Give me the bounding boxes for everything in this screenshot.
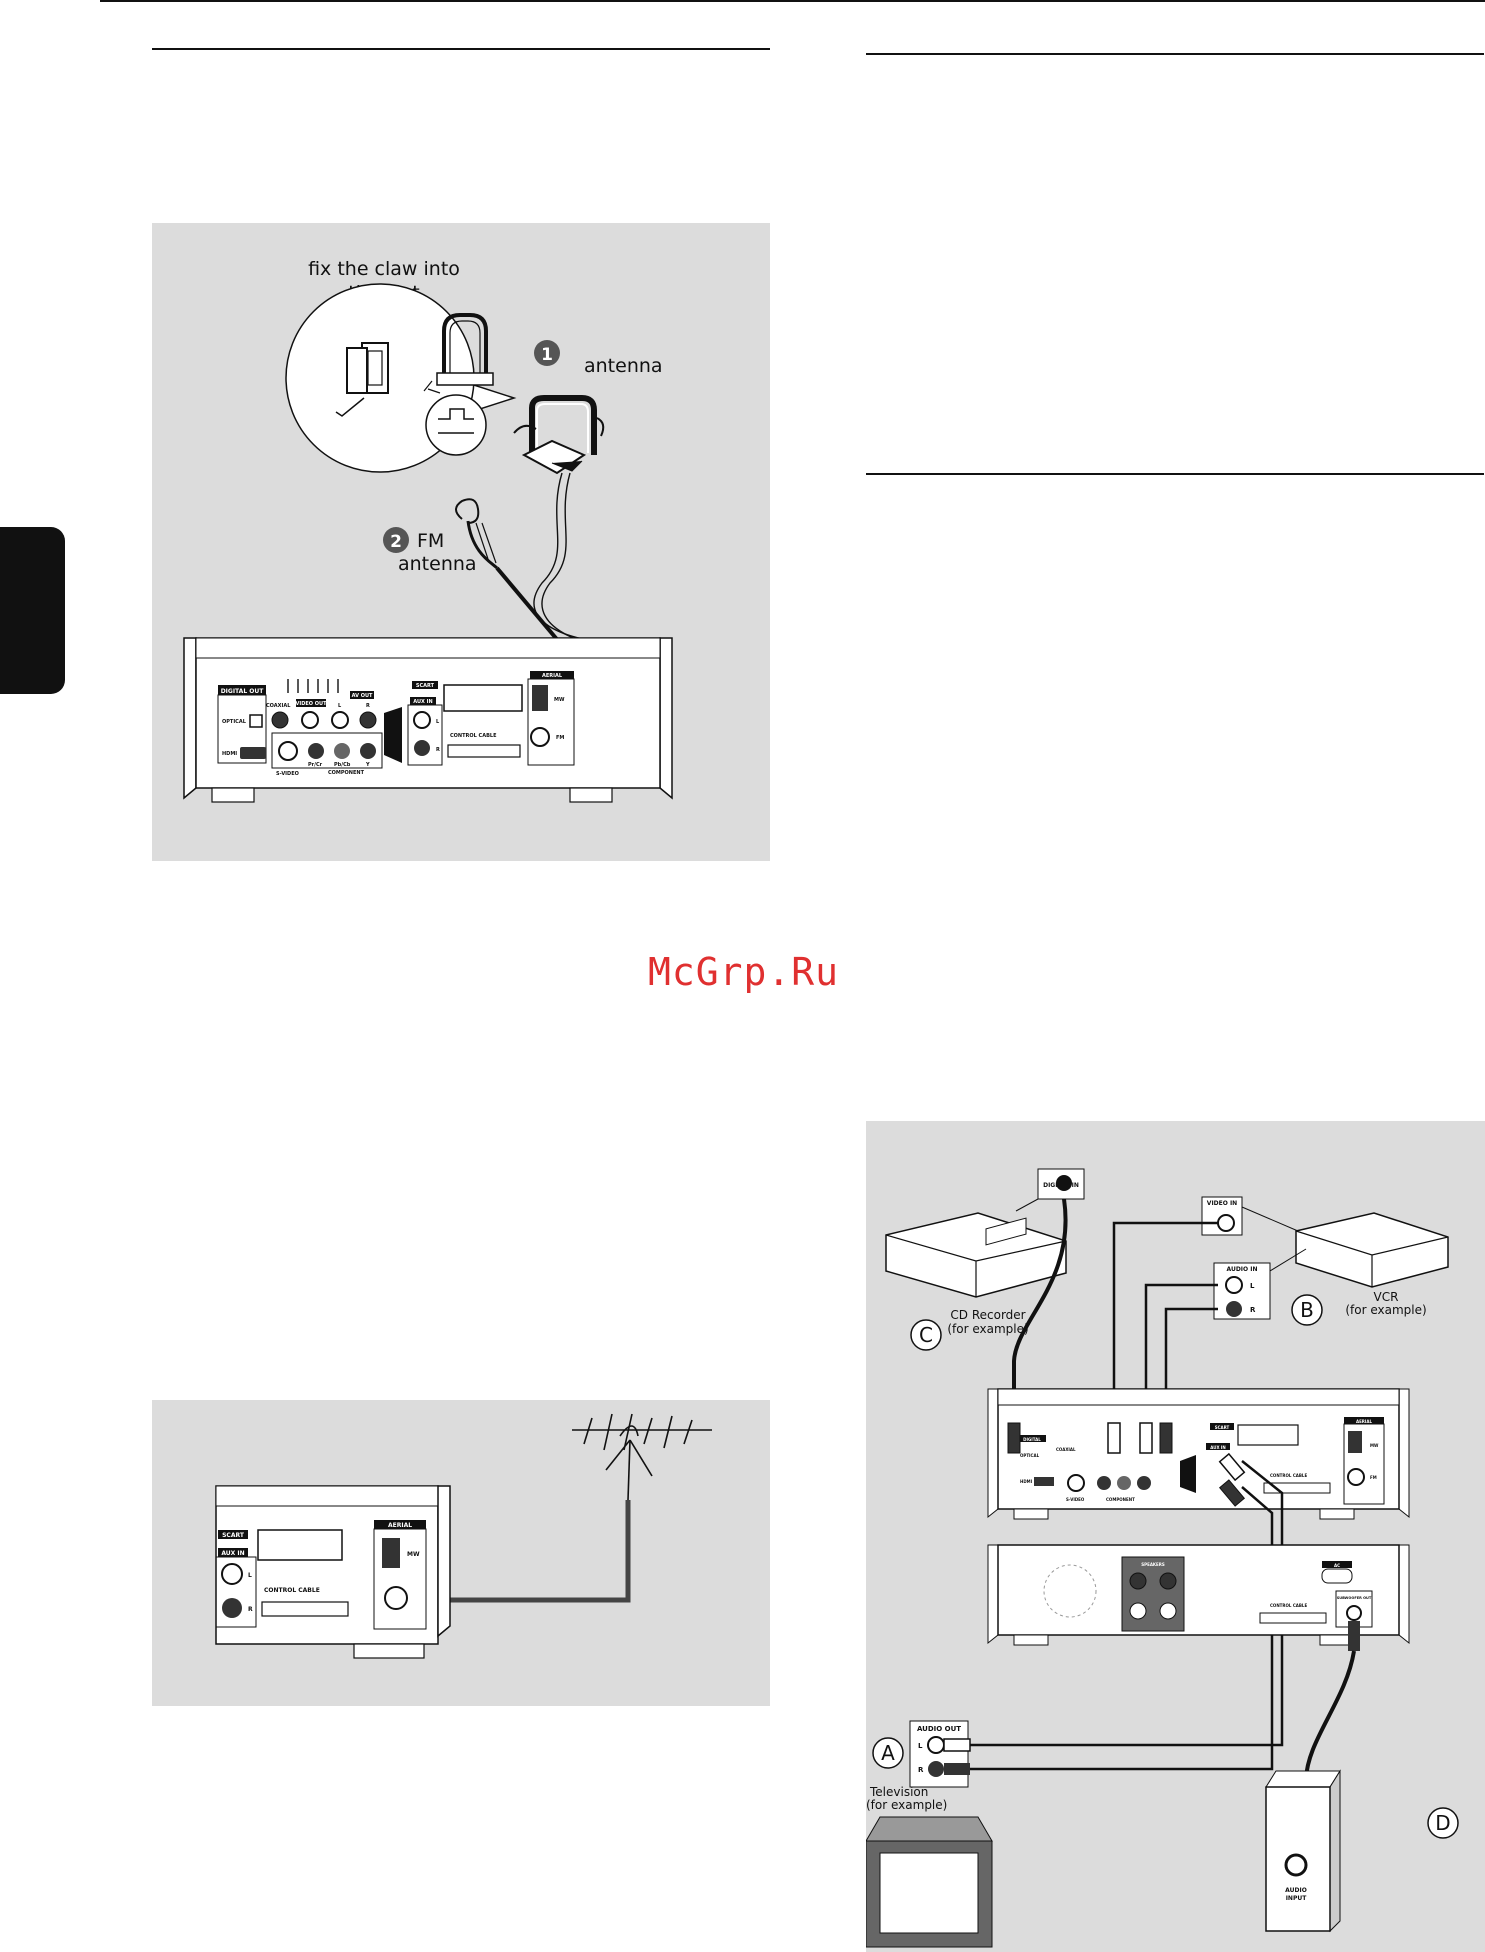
s-video-label: S-VIDEO (276, 771, 299, 777)
television-line2: (for example) (866, 1798, 947, 1812)
subwoofer-out-label: SUBWOOFER OUT (1337, 1596, 1372, 1600)
cd-recorder-line2: (for example) (947, 1322, 1028, 1336)
control-cable-label-sub: CONTROL CABLE (1270, 1603, 1307, 1608)
aux-in-r-label: R (436, 747, 440, 753)
section-rule-mid-right (866, 473, 1484, 475)
scart-label: SCART (416, 683, 435, 689)
audio-input-line1: AUDIO (1285, 1887, 1307, 1894)
fm-label: FM (1370, 1475, 1377, 1480)
av-out-label: AV OUT (352, 693, 373, 699)
ac-label: AC (1334, 1563, 1340, 1568)
aux-in-l-label: L (248, 1572, 252, 1579)
hdmi-label: HDMI (222, 751, 237, 757)
mw-label: MW (407, 1551, 420, 1558)
audio-out-l-label: L (918, 1742, 923, 1750)
letter-b: B (1300, 1298, 1314, 1322)
speakers-label: SPEAKERS (1141, 1562, 1165, 1567)
y-label: Y (365, 762, 370, 768)
cd-recorder-line1: CD Recorder (950, 1308, 1025, 1322)
antenna-illustration-panel: fix the claw into the slot 1 antenna (152, 223, 770, 861)
step2-label-line1: FM (417, 530, 444, 552)
audio-input-line2: INPUT (1286, 1895, 1308, 1902)
audio-out-label: AUDIO OUT (917, 1725, 961, 1733)
outdoor-antenna-icon (572, 1413, 712, 1501)
scart-label: SCART (1215, 1425, 1230, 1430)
active-subwoofer-icon (1265, 1769, 1341, 1933)
audio-in-label: AUDIO IN (1227, 1266, 1258, 1273)
control-cable-label: CONTROL CABLE (450, 733, 497, 739)
pb-cb-label: Pb/Cb (334, 762, 351, 768)
coaxial-label: COAXIAL (266, 703, 291, 709)
aerial-label: AERIAL (388, 1522, 412, 1529)
step2-label-line2: antenna (398, 553, 477, 575)
section-rule-top-left (152, 48, 770, 50)
pr-cr-label: Pr/Cr (308, 762, 323, 768)
component-label: COMPONENT (328, 770, 365, 776)
audio-in-l-label: L (1250, 1282, 1255, 1290)
antenna-illustration: fix the claw into the slot 1 antenna (183, 258, 673, 803)
vcr-icon (1295, 1212, 1449, 1288)
aux-in-label: AUX IN (1210, 1445, 1226, 1450)
letter-d: D (1435, 1811, 1450, 1835)
television-line1: Television (869, 1785, 928, 1799)
vcr-line2: (for example) (1345, 1303, 1426, 1317)
s-video-label: S-VIDEO (1066, 1497, 1085, 1502)
scart-label: SCART (222, 1532, 245, 1539)
step1-number: 1 (541, 345, 553, 365)
aux-in-label: AUX IN (221, 1550, 244, 1557)
page-top-rule (100, 0, 1485, 2)
vcr-line1: VCR (1374, 1290, 1399, 1304)
step2-number: 2 (390, 532, 402, 552)
audio-out-r-label: R (918, 1766, 924, 1774)
connections-diagram-panel: DIGITAL IN CD Recorder (for example) C V… (866, 1121, 1485, 1952)
section-rule-top-right (866, 53, 1484, 55)
main-unit-rear: DIGITAL OPTICAL HDMI COAXIAL COMPONENT S… (987, 1388, 1410, 1520)
television-icon (866, 1816, 993, 1948)
letter-c: C (919, 1323, 933, 1347)
letter-a: A (881, 1741, 895, 1765)
digital-label: DIGITAL (1023, 1437, 1041, 1442)
coaxial-label: COAXIAL (1056, 1447, 1076, 1452)
control-cable-label: CONTROL CABLE (1270, 1473, 1307, 1478)
cd-recorder-icon (885, 1212, 1067, 1298)
fm-label: FM (556, 735, 564, 741)
video-in-label: VIDEO IN (1207, 1200, 1237, 1207)
av-out-l-label: L (338, 703, 342, 709)
video-out-label: VIDEO OUT (295, 701, 327, 707)
optical-label: OPTICAL (222, 719, 247, 725)
hdmi-label: HDMI (1020, 1479, 1033, 1484)
mw-label: MW (1370, 1443, 1379, 1448)
device-rear-panel-aerial: SCART AUX IN L R CONTROL CABLE AERIAL MW (215, 1485, 451, 1659)
mw-label: MW (554, 697, 565, 703)
outdoor-antenna-illustration: SCART AUX IN L R CONTROL CABLE AERIAL MW (215, 1413, 712, 1659)
av-out-r-label: R (366, 703, 370, 709)
aerial-label: AERIAL (1356, 1419, 1372, 1424)
aux-in-r-label: R (248, 1606, 253, 1613)
aerial-label: AERIAL (542, 673, 563, 679)
component-label: COMPONENT (1106, 1497, 1135, 1502)
control-cable-label: CONTROL CABLE (264, 1587, 320, 1594)
aux-in-l-label: L (436, 719, 440, 725)
outdoor-antenna-panel: SCART AUX IN L R CONTROL CABLE AERIAL MW (152, 1400, 770, 1706)
watermark: McGrp.Ru (648, 950, 840, 994)
audio-in-r-label: R (1250, 1306, 1256, 1314)
subwoofer-unit-rear: SPEAKERS AC CONTROL CABLE SUBWOOFER OUT (987, 1544, 1410, 1651)
claw-detail-magnifier (285, 283, 517, 473)
device-rear-panel: DIGITAL OUT OPTICAL HDMI COAXIAL VIDEO O… (183, 637, 673, 803)
step1-label: antenna (584, 355, 663, 377)
claw-label-line1: fix the claw into (308, 258, 460, 280)
side-language-tab (0, 527, 65, 694)
aux-in-label: AUX IN (413, 699, 432, 705)
connections-diagram: DIGITAL IN CD Recorder (for example) C V… (866, 1168, 1459, 1948)
optical-label: OPTICAL (1020, 1453, 1040, 1458)
digital-out-label: DIGITAL OUT (221, 688, 265, 695)
